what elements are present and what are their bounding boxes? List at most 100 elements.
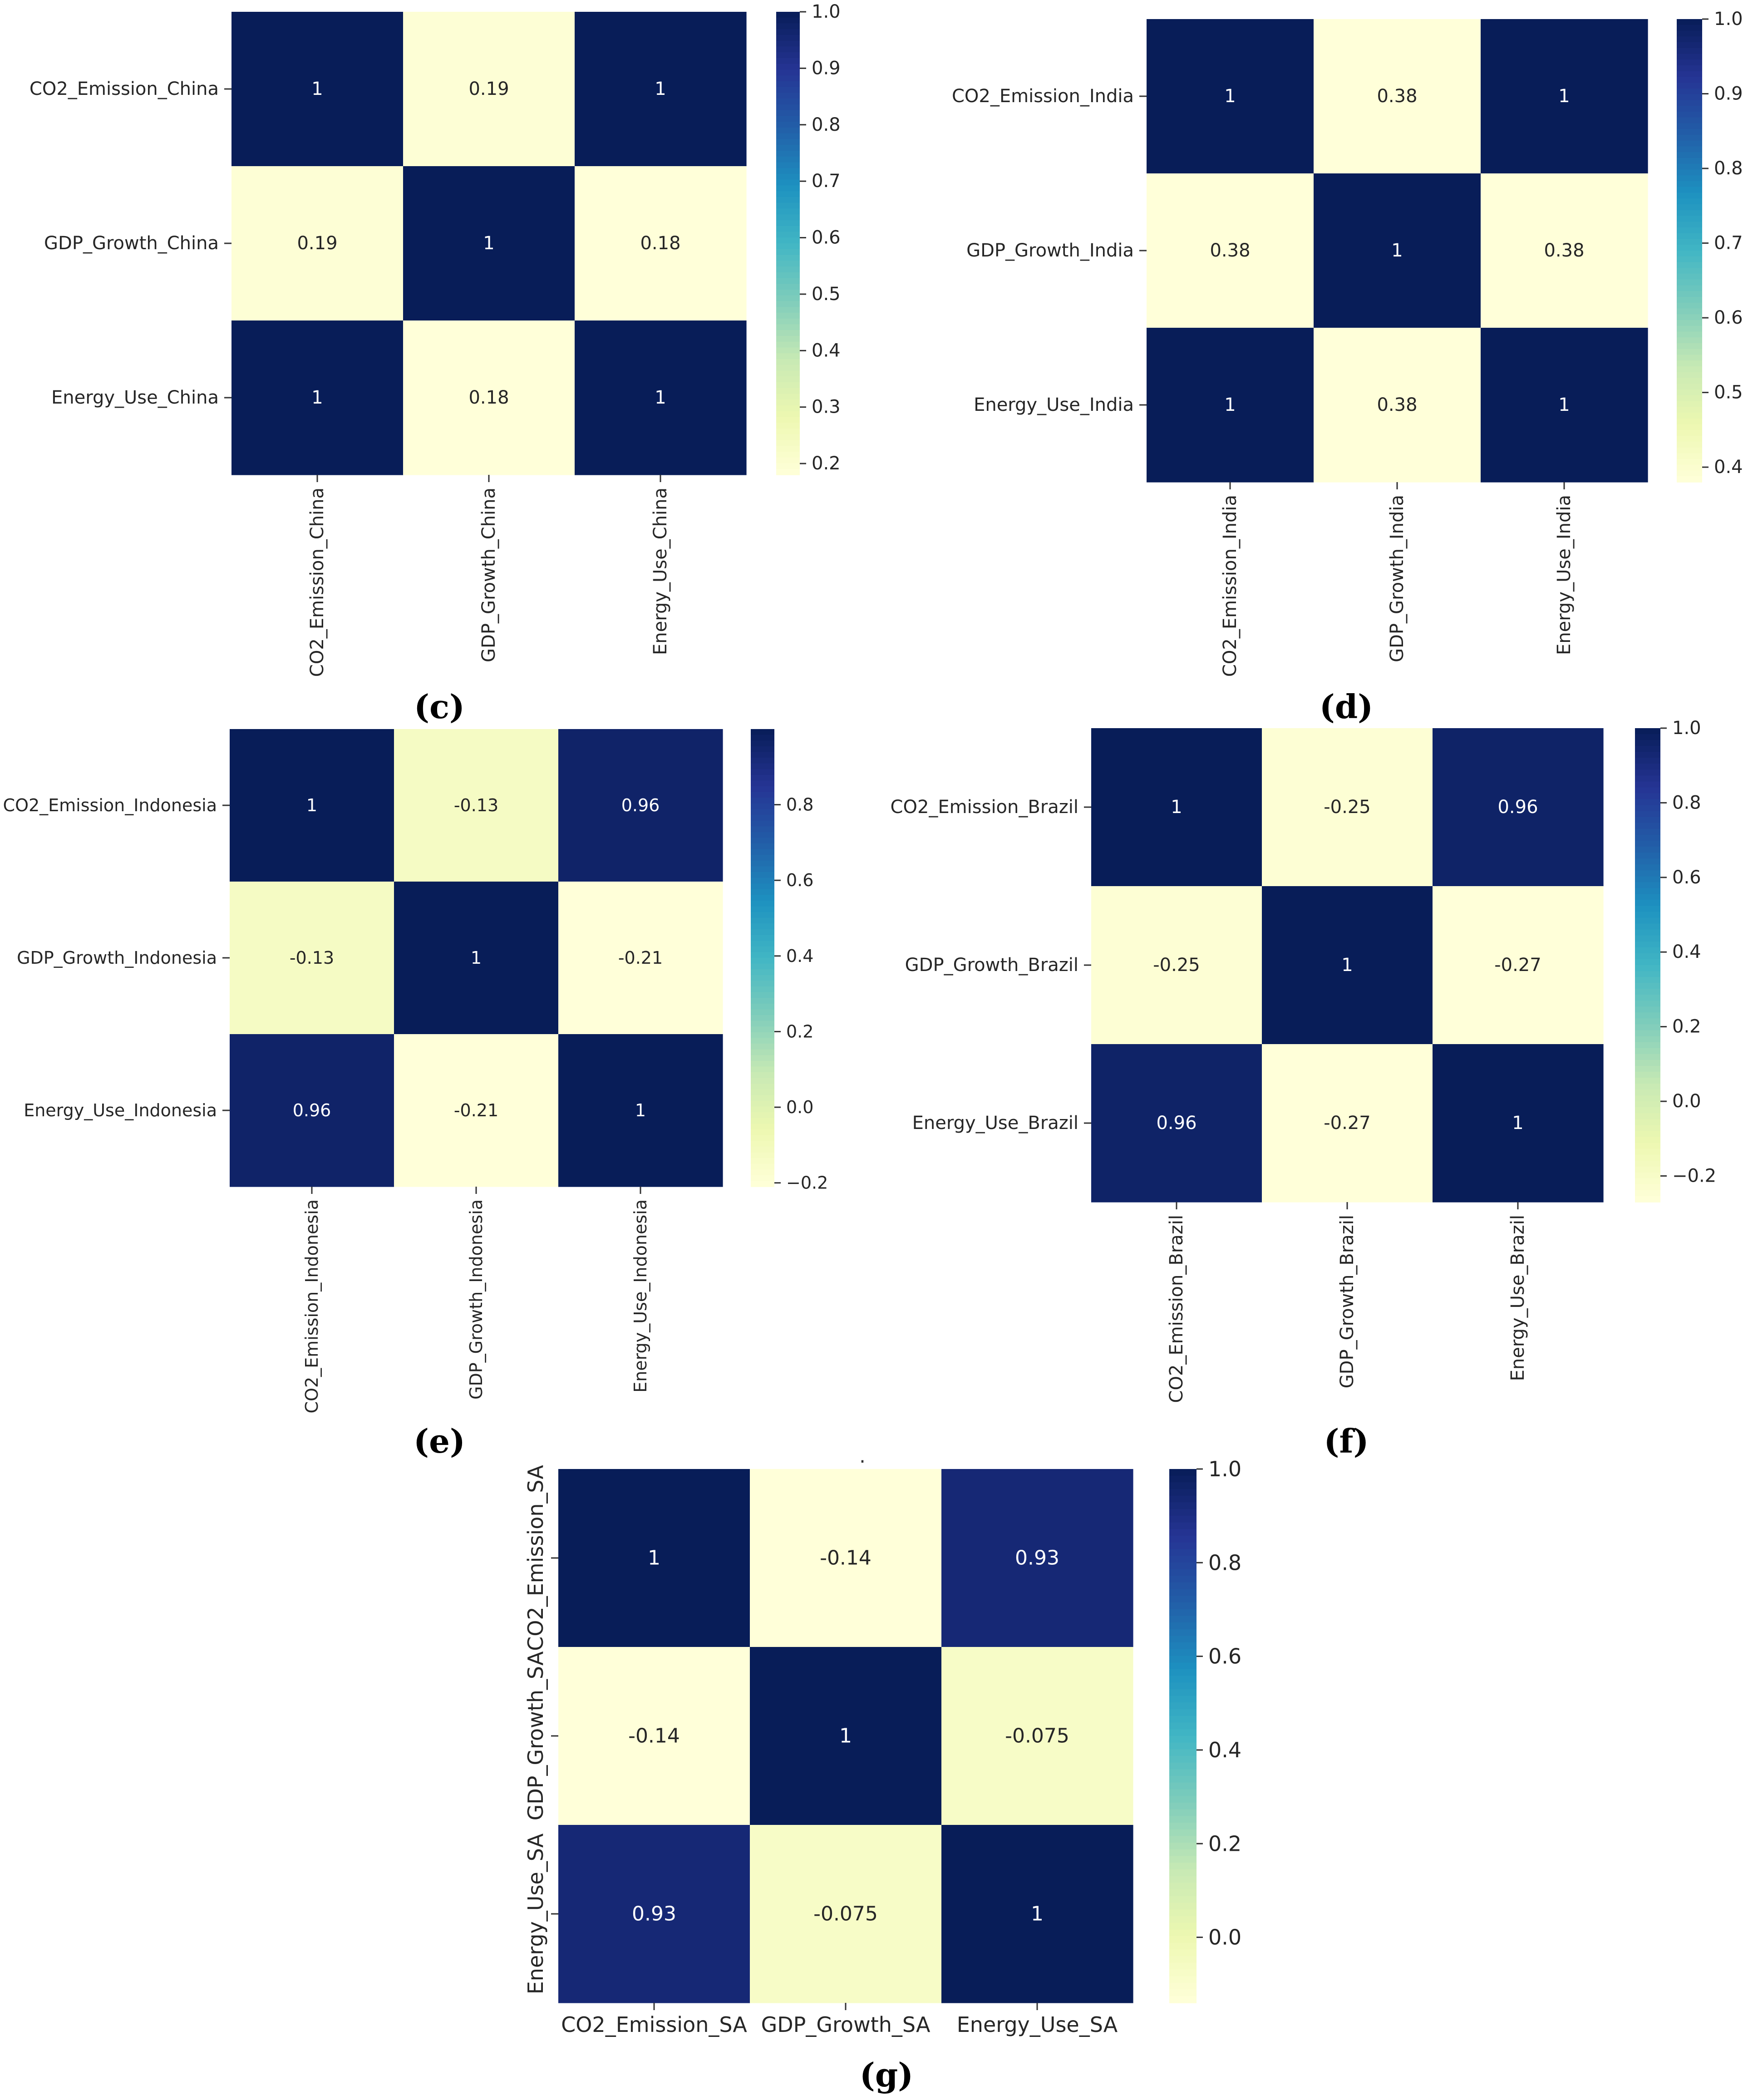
cell-value-label: 1 xyxy=(839,1725,852,1748)
colorbar-segment xyxy=(776,249,800,256)
heatmap-cell xyxy=(1091,728,1262,887)
colorbar-segment xyxy=(1677,268,1702,274)
cell-value-label: 1 xyxy=(311,79,323,99)
cell-value-label: 1 xyxy=(655,387,666,408)
colorbar-segment xyxy=(751,906,774,912)
colorbar-segment xyxy=(1169,1596,1197,1603)
colorbar-segment xyxy=(751,1060,774,1067)
colorbar-tick-label: 0.7 xyxy=(812,171,841,192)
colorbar-segment xyxy=(1677,181,1702,187)
colorbar-segment xyxy=(776,411,800,418)
colorbar-segment xyxy=(1635,764,1660,770)
colorbar-segment xyxy=(1635,799,1660,806)
colorbar-segment xyxy=(1169,1962,1197,1970)
colorbar-segment xyxy=(1635,959,1660,966)
y-tick-label-energy-use-china: Energy_Use_China xyxy=(51,387,219,408)
colorbar-tick-label: 0.7 xyxy=(1714,233,1743,254)
colorbar-segment xyxy=(776,214,800,221)
colorbar-segment xyxy=(751,1163,774,1170)
colorbar-segment xyxy=(1169,1896,1197,1903)
colorbar-tick-label: 0.9 xyxy=(812,58,841,79)
colorbar-segment xyxy=(1169,1762,1197,1770)
colorbar-tick-label: 0.2 xyxy=(812,453,841,474)
colorbar-segment xyxy=(751,1055,774,1061)
colorbar-segment xyxy=(776,417,800,424)
colorbar-tick-label: 1.0 xyxy=(1672,718,1701,739)
colorbar-segment xyxy=(751,1146,774,1153)
colorbar-segment xyxy=(1169,1589,1197,1597)
colorbar-segment xyxy=(776,133,800,140)
colorbar-segment xyxy=(1635,894,1660,901)
y-tick-label-energy-use-sa: Energy_Use_SA xyxy=(523,1833,548,1994)
x-tick-label-gdp-growth-china: GDP_Growth_China xyxy=(478,488,499,662)
colorbar-segment xyxy=(1169,1803,1197,1810)
colorbar-segment xyxy=(1169,1769,1197,1776)
colorbar-segment xyxy=(1677,413,1702,419)
colorbar-segment xyxy=(751,1118,774,1124)
heatmap-cell xyxy=(231,320,404,475)
colorbar-segment xyxy=(1169,1689,1197,1696)
y-tick-label-energy-use-brazil: Energy_Use_Brazil xyxy=(912,1113,1078,1134)
y-tick-label-co2-emission-india: CO2_Emission_India xyxy=(952,86,1134,107)
heatmap-cell xyxy=(1481,19,1648,174)
colorbar-segment xyxy=(751,820,774,827)
colorbar-segment xyxy=(1635,953,1660,960)
colorbar-segment xyxy=(1677,117,1702,124)
colorbar-segment xyxy=(1635,858,1660,865)
colorbar-segment xyxy=(1635,1190,1660,1197)
colorbar-segment xyxy=(776,469,800,475)
x-tick-label-co2-emission-brazil: CO2_Emission_Brazil xyxy=(1166,1215,1187,1403)
colorbar-segment xyxy=(751,941,774,947)
colorbar-segment xyxy=(776,75,800,82)
colorbar-segment xyxy=(751,912,774,918)
heatmap-cell xyxy=(230,729,394,882)
colorbar-segment xyxy=(751,969,774,976)
colorbar-segment xyxy=(776,156,800,163)
colorbar-segment xyxy=(1635,853,1660,859)
colorbar-segment xyxy=(1635,971,1660,977)
panel-label-d: (d) xyxy=(1320,687,1373,726)
colorbar-segment xyxy=(751,958,774,964)
colorbar-tick-label: 0.6 xyxy=(812,227,841,248)
x-tick-label-gdp-growth-sa: GDP_Growth_SA xyxy=(761,2012,931,2037)
colorbar-segment xyxy=(776,272,800,279)
heatmap-cell xyxy=(231,166,404,321)
colorbar-segment xyxy=(1635,912,1660,918)
colorbar-segment xyxy=(751,975,774,981)
colorbar-segment xyxy=(1169,1636,1197,1643)
colorbar-segment xyxy=(776,17,800,24)
heatmap-cell xyxy=(1481,328,1648,483)
heatmap-cell xyxy=(575,166,747,321)
cell-value-label: -0.25 xyxy=(1324,797,1371,818)
colorbar-segment xyxy=(1169,1529,1197,1536)
cell-value-label: 0.96 xyxy=(293,1100,331,1120)
colorbar-segment xyxy=(1677,54,1702,60)
colorbar-tick-label: 0.6 xyxy=(1714,307,1743,328)
colorbar-segment xyxy=(1169,1929,1197,1937)
colorbar-segment xyxy=(1635,929,1660,936)
colorbar-segment xyxy=(776,266,800,273)
colorbar-tick-label: 1.0 xyxy=(812,1,841,22)
colorbar-segment xyxy=(1169,1629,1197,1637)
colorbar-tick-label: 0.9 xyxy=(1714,84,1743,104)
colorbar-segment xyxy=(1677,239,1702,246)
colorbar-segment xyxy=(1677,441,1702,448)
colorbar-segment xyxy=(751,769,774,775)
colorbar-segment xyxy=(1635,811,1660,818)
colorbar-segment xyxy=(1677,204,1702,211)
colorbar-segment xyxy=(1677,140,1702,147)
colorbar-segment xyxy=(1635,758,1660,764)
colorbar-segment xyxy=(1635,787,1660,794)
cell-value-label: 1 xyxy=(1512,1113,1523,1134)
colorbar-segment xyxy=(776,388,800,394)
colorbar-segment xyxy=(776,405,800,412)
colorbar-segment xyxy=(1677,297,1702,303)
colorbar-segment xyxy=(1635,935,1660,942)
colorbar-segment xyxy=(1677,285,1702,292)
colorbar-tick-label: 0.0 xyxy=(1672,1091,1701,1112)
colorbar-segment xyxy=(751,1175,774,1182)
colorbar-segment xyxy=(1169,1782,1197,1790)
colorbar-segment xyxy=(776,336,800,342)
colorbar-segment xyxy=(1635,1160,1660,1167)
